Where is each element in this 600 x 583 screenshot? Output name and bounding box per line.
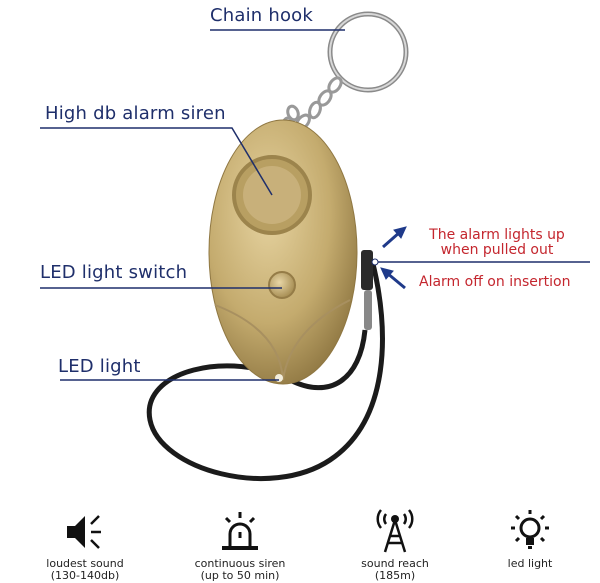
feature-continuous-siren: continuous siren (up to 50 min) xyxy=(165,510,315,582)
label-chain-hook: Chain hook xyxy=(210,5,313,26)
antenna-icon xyxy=(376,509,414,553)
feature-detail: (185m) xyxy=(374,569,416,582)
light-bulb-icon xyxy=(511,510,549,549)
label-alarm-siren: High db alarm siren xyxy=(45,103,226,124)
feature-sound-reach: sound reach (185m) xyxy=(320,509,470,582)
switch-button xyxy=(268,271,296,299)
feature-title: loudest sound xyxy=(46,557,124,570)
feature-detail: (up to 50 min) xyxy=(200,569,280,582)
feature-title: continuous siren xyxy=(194,557,286,570)
label-insertion: Alarm off on insertion xyxy=(419,274,571,290)
feature-loudest-sound: loudest sound (130-140db) xyxy=(10,510,160,582)
feature-title: sound reach xyxy=(361,557,429,570)
speaker-icon xyxy=(67,515,101,549)
feature-detail: (130-140db) xyxy=(50,569,120,582)
label-led-switch: LED light switch xyxy=(40,262,188,283)
lanyard xyxy=(146,259,385,482)
feature-led-light: led light xyxy=(455,510,600,570)
siren-icon xyxy=(222,512,258,550)
label-pull-out: The alarm lights up when pulled out xyxy=(429,227,565,258)
label-led-light: LED light xyxy=(58,356,141,377)
feature-title: led light xyxy=(507,557,553,570)
